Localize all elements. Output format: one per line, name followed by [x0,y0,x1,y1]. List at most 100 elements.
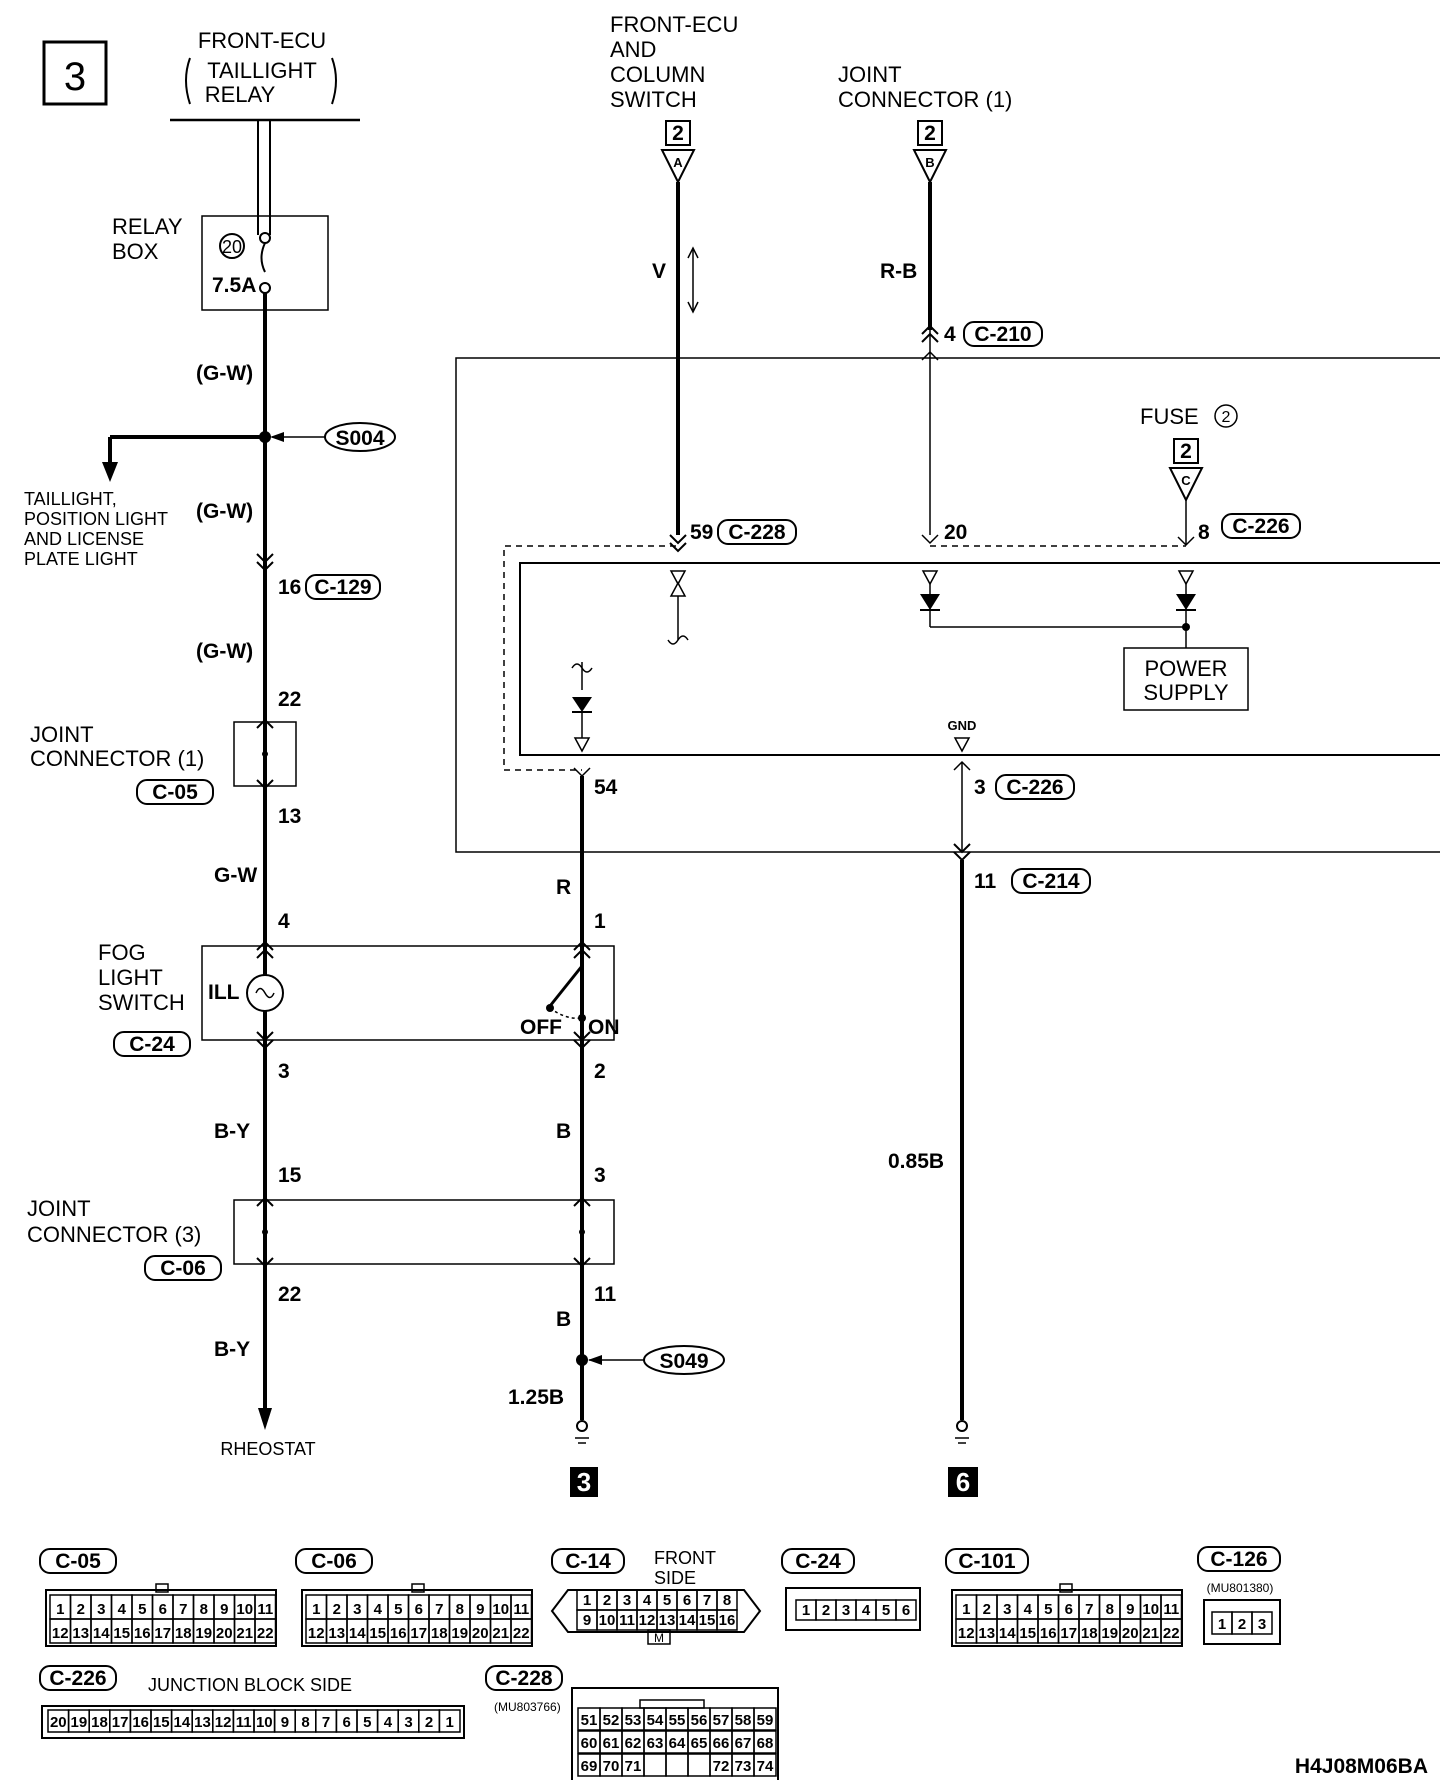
pin-number-c14: 4 [643,1592,652,1609]
connector-label-c06: C-06 [160,1257,206,1280]
pin-number-c226: 17 [112,1714,129,1731]
connector-label-c24: C-24 [129,1033,175,1056]
fuse-terminal-bottom [259,282,271,294]
fuse-element-icon [260,242,266,273]
connector-mark-c129 [256,553,274,572]
pin-number-c05: 3 [97,1601,105,1618]
pin-number-c05: 12 [52,1625,69,1642]
wire-label-125b: 1.25B [508,1386,564,1409]
ground-ref-3-label: 3 [577,1467,591,1497]
joint-source-label-2: CONNECTOR (1) [838,87,1012,112]
pin-number-c06: 14 [349,1625,366,1642]
pin-number-c228: 60 [581,1735,598,1752]
wire-label-gw-4: G-W [214,864,257,887]
ground-terminal-6 [956,1420,968,1432]
pin-59: 59 [690,521,713,544]
wire-label-by-2: B-Y [214,1338,250,1361]
pin-number-c228: 66 [713,1735,730,1752]
pin-number-c14: 11 [619,1612,635,1629]
pin-number-c06: 19 [451,1625,468,1642]
pin-cell-c126 [1251,1611,1273,1635]
pin-number-c05: 21 [236,1625,253,1642]
pin-cell-c226 [438,1709,461,1733]
off-label: OFF [520,1016,562,1039]
pin-number-c06: 12 [308,1625,325,1642]
wire-label-b-2: B [556,1308,571,1331]
pin-number-c101: 22 [1163,1625,1180,1642]
pin-cell-c14 [716,1609,738,1631]
pin-cell-c228 [753,1707,777,1731]
pin-number-c101: 1 [962,1601,970,1618]
pin-number-c226: 19 [71,1714,88,1731]
connector-view-badge-c101 [945,1548,1029,1574]
column-source-label-1: FRONT-ECU [610,12,738,37]
ground-ref-3 [570,1467,598,1497]
relay-box-label-2: BOX [112,239,159,264]
pin-number-c24: 6 [902,1602,910,1619]
pin-number-c06: 20 [472,1625,489,1642]
pin-number-c228: 63 [647,1735,664,1752]
column-source-label-4: SWITCH [610,87,697,112]
fog-switch-label-1: FOG [98,940,146,965]
pin-number-c14: 6 [683,1592,691,1609]
pin-number-c228: 71 [625,1758,642,1775]
pin-number-c228: 67 [735,1735,752,1752]
page-ref-a: 2 [672,122,684,145]
pin-number-c101: 15 [1019,1625,1036,1642]
connector-label-c129: C-129 [314,576,371,599]
pin-number-c101: 3 [1003,1601,1011,1618]
pin-cell-c24 [895,1599,917,1621]
fuse-terminal-top [259,232,271,244]
diode-icon [920,594,940,610]
pin-number-c101: 4 [1024,1601,1033,1618]
pin-number-c05: 6 [159,1601,167,1618]
joint-source-label-1: JOINT [838,62,902,87]
pin-number-c05: 8 [200,1601,208,1618]
on-label: ON [588,1016,620,1039]
pin-number-c24: 1 [802,1602,810,1619]
diode-icon-2 [1176,594,1196,610]
pin-cell-c228 [753,1753,777,1777]
connector-letter-a: A [673,155,683,170]
pin-cell-c228 [687,1753,711,1777]
fuse-rating: 7.5A [212,274,256,297]
pin-number-c14: 12 [639,1612,656,1629]
connector-badge-c226-top [1221,513,1301,539]
pin-number-c05: 2 [77,1601,85,1618]
connector-label-c214: C-214 [1022,870,1080,893]
pin-3-c06: 3 [594,1164,606,1187]
pin-number-c05: 10 [236,1601,253,1618]
connector-letter-b: B [925,155,934,170]
pin-number-c226: 7 [322,1714,330,1731]
pin-number-c226: 11 [236,1714,252,1731]
connector-badge-c129 [305,574,381,600]
pin-number-c24: 4 [862,1602,871,1619]
pin-number-c05: 9 [220,1601,228,1618]
pin-number-c05: 1 [56,1601,64,1618]
page-ref-b: 2 [924,122,936,145]
pin-number-c06: 6 [415,1601,423,1618]
pin-number-c101: 13 [978,1625,995,1642]
pin-number-c101: 9 [1126,1601,1134,1618]
pin-number-c226: 18 [91,1714,108,1731]
pin-number-c228: 70 [603,1758,620,1775]
page-ref-box-b [917,120,943,146]
pin-number-c14: 9 [583,1612,591,1629]
pin-number-c101: 19 [1101,1625,1118,1642]
pin-number-c06: 18 [431,1625,448,1642]
splice-badge-s004 [324,422,396,452]
pin-number-c24: 5 [882,1602,890,1619]
splice-label-s004: S004 [335,427,384,450]
connector-view-title-c06: C-06 [311,1550,357,1573]
pin-number-c14: 2 [603,1592,611,1609]
page-ref-box-a [665,120,691,146]
pin-number-c226: 4 [384,1714,393,1731]
wire-label-b-1: B [556,1120,571,1143]
source-front-ecu-label: FRONT-ECU [198,28,326,53]
pin-number-c228: 51 [581,1712,598,1729]
pin-4-c210: 4 [944,323,956,346]
connector-view-title-c24: C-24 [795,1550,841,1573]
pin-22: 22 [278,688,301,711]
pin-number-c226: 5 [363,1714,371,1731]
pin-number-c126: 3 [1258,1616,1266,1633]
